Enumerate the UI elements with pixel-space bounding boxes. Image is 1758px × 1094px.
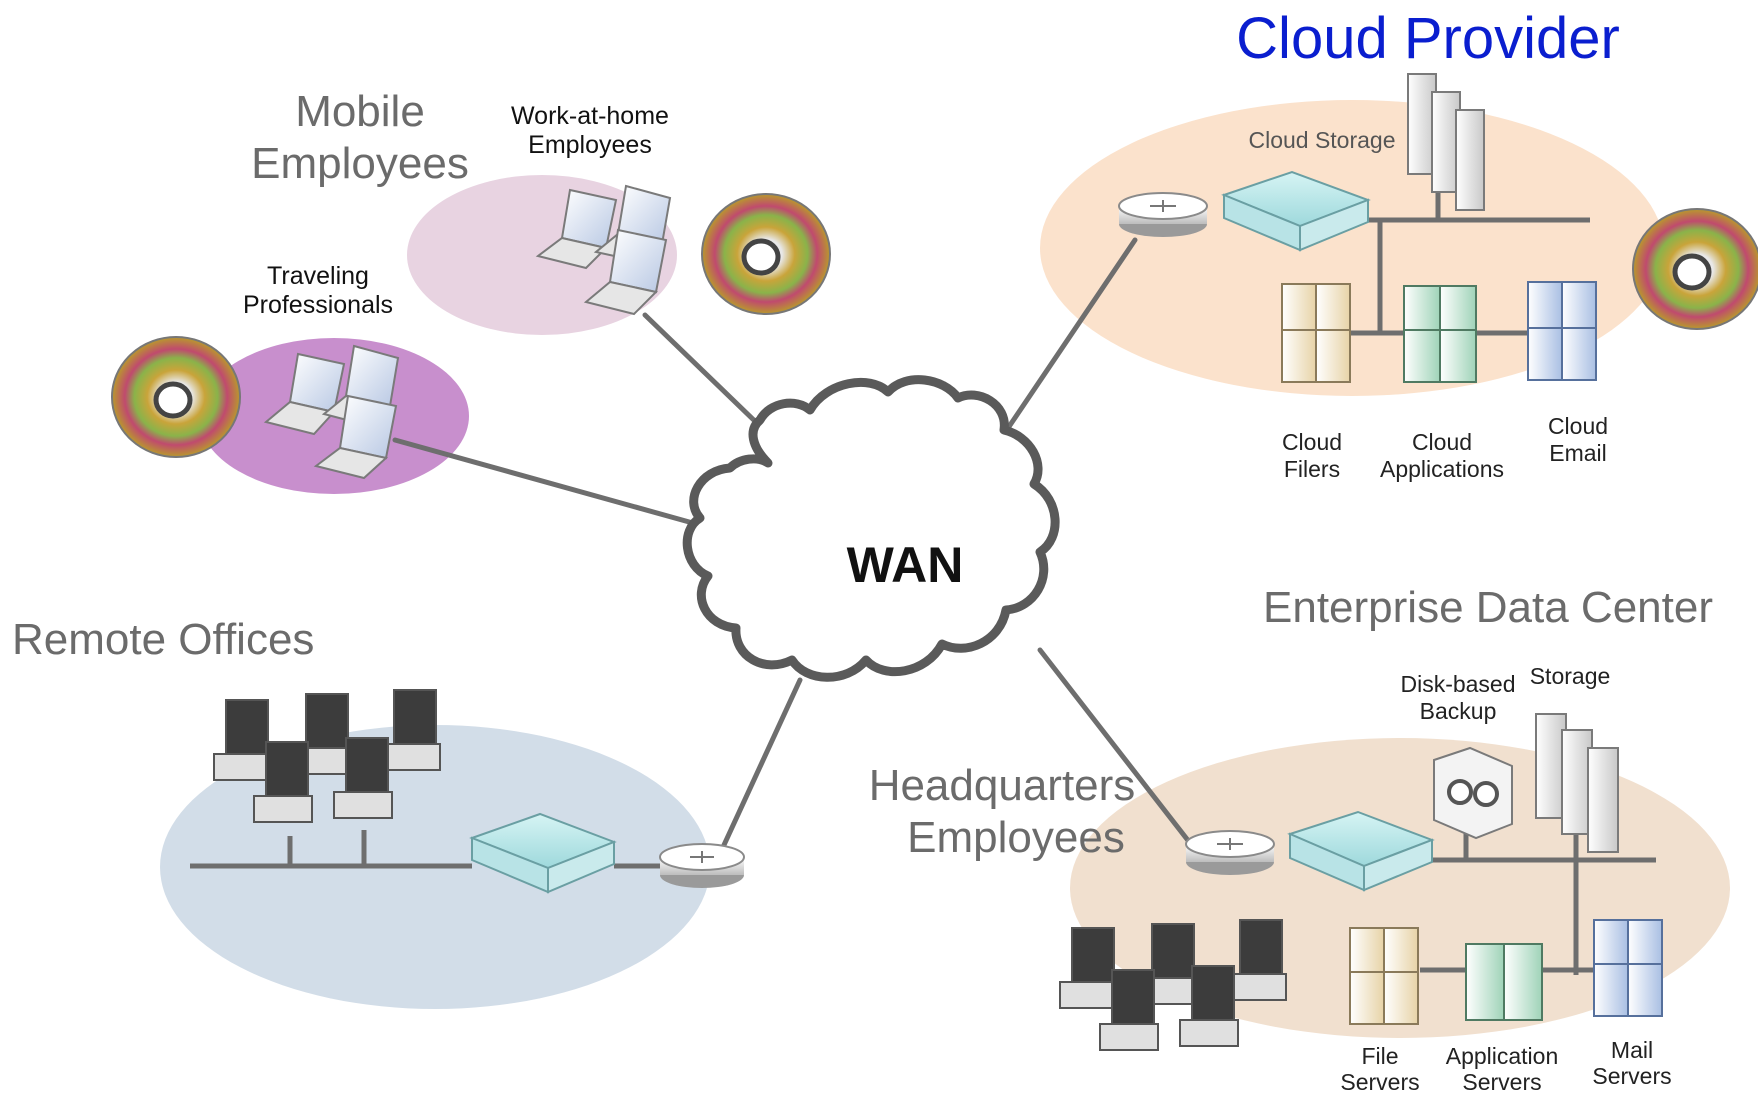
remote-router-icon xyxy=(659,843,745,888)
disc-traveling xyxy=(111,336,241,458)
laptop-icon xyxy=(313,394,398,480)
hq-employees-title: Headquarters Employees xyxy=(869,761,1136,862)
wan-cloud xyxy=(682,375,1060,682)
laptop-icon xyxy=(535,188,618,270)
cloud-applications-icon xyxy=(1403,285,1477,383)
cloud-provider-title: Cloud Provider xyxy=(1236,6,1620,71)
cloud-email-line2: Email xyxy=(1549,440,1607,466)
disc-cloud xyxy=(1632,208,1758,330)
work-at-home-line1: Work-at-home xyxy=(511,102,669,130)
link-remote xyxy=(715,677,803,861)
disk-backup-label: Disk-based Backup xyxy=(1400,671,1515,724)
cloud-appliance-icon xyxy=(1221,170,1371,252)
desktop-computer-icon xyxy=(1227,919,1287,1001)
cloud-apps-line2: Applications xyxy=(1380,456,1504,482)
traveling-line1: Traveling xyxy=(267,262,369,290)
file-servers-line1: File xyxy=(1361,1043,1398,1069)
mail-servers-label: Mail Servers xyxy=(1592,1037,1671,1089)
disk-backup-icon xyxy=(1433,746,1513,840)
cloud-filers-line1: Cloud xyxy=(1282,429,1342,455)
mail-servers-line1: Mail xyxy=(1611,1037,1653,1063)
datacenter-router-icon xyxy=(1185,830,1275,875)
desktop-computer-icon xyxy=(333,737,393,819)
cloud-filers-icon xyxy=(1281,283,1351,383)
link-datacenter xyxy=(1037,647,1193,846)
traveling-laptops xyxy=(263,344,400,480)
remote-workstations xyxy=(213,689,441,823)
desktop-computer-icon xyxy=(381,689,441,771)
hq-title-line1: Headquarters xyxy=(869,761,1136,810)
datacenter-appliance-icon xyxy=(1287,810,1435,892)
disk-backup-line1: Disk-based xyxy=(1400,671,1515,697)
link-traveling xyxy=(392,437,703,528)
datacenter-title: Enterprise Data Center xyxy=(1263,583,1713,632)
cloud-provider-ellipse xyxy=(1040,100,1664,396)
cloud-storage-icon xyxy=(1407,73,1485,211)
cloud-email-label: Cloud Email xyxy=(1548,413,1608,466)
file-servers-label: File Servers xyxy=(1340,1043,1419,1094)
desktop-computer-icon xyxy=(1059,927,1119,1009)
desktop-computer-icon xyxy=(253,741,313,823)
traveling-label: Traveling Professionals xyxy=(243,262,393,319)
cloud-filers-line2: Filers xyxy=(1284,456,1340,482)
cloud-apps-line1: Cloud xyxy=(1412,429,1472,455)
cloud-filers-label: Cloud Filers xyxy=(1282,429,1342,482)
laptop-icon xyxy=(263,352,346,436)
app-servers-line2: Servers xyxy=(1462,1069,1541,1094)
file-servers-line2: Servers xyxy=(1340,1069,1419,1094)
disc-work-at-home xyxy=(701,193,831,315)
work-at-home-label: Work-at-home Employees xyxy=(511,102,669,159)
hq-title-line2: Employees xyxy=(907,813,1125,862)
desktop-computer-icon xyxy=(213,699,273,781)
mobile-employees-title: Mobile Employees xyxy=(251,87,469,188)
application-servers-label: Application Servers xyxy=(1446,1043,1559,1094)
desktop-computer-icon xyxy=(1099,969,1159,1051)
cloud-storage-label: Cloud Storage xyxy=(1248,127,1395,153)
application-servers-icon xyxy=(1465,943,1543,1021)
cloud-applications-label: Cloud Applications xyxy=(1380,429,1504,482)
remote-network-lines xyxy=(190,830,660,869)
remote-offices-title: Remote Offices xyxy=(12,615,314,664)
mail-servers-line2: Servers xyxy=(1592,1063,1671,1089)
file-servers-icon xyxy=(1349,927,1419,1025)
wan-label: WAN xyxy=(847,537,964,593)
cloud-router-icon xyxy=(1118,192,1208,237)
laptop-icon xyxy=(583,228,668,316)
cloud-email-line1: Cloud xyxy=(1548,413,1608,439)
hq-workstations xyxy=(1059,919,1287,1051)
mail-servers-icon xyxy=(1593,919,1663,1017)
mobile-title-line2: Employees xyxy=(251,139,469,188)
traveling-line2: Professionals xyxy=(243,291,393,319)
remote-appliance-icon xyxy=(469,812,617,894)
work-at-home-line2: Employees xyxy=(528,131,652,159)
cloud-email-icon xyxy=(1527,281,1597,381)
datacenter-storage-icon xyxy=(1535,713,1619,853)
link-cloud xyxy=(997,237,1138,443)
datacenter-storage-label: Storage xyxy=(1530,663,1611,689)
mobile-title-line1: Mobile xyxy=(295,87,425,136)
disk-backup-line2: Backup xyxy=(1420,698,1497,724)
desktop-computer-icon xyxy=(1179,965,1239,1047)
work-at-home-laptops xyxy=(535,184,672,316)
app-servers-line1: Application xyxy=(1446,1043,1559,1069)
